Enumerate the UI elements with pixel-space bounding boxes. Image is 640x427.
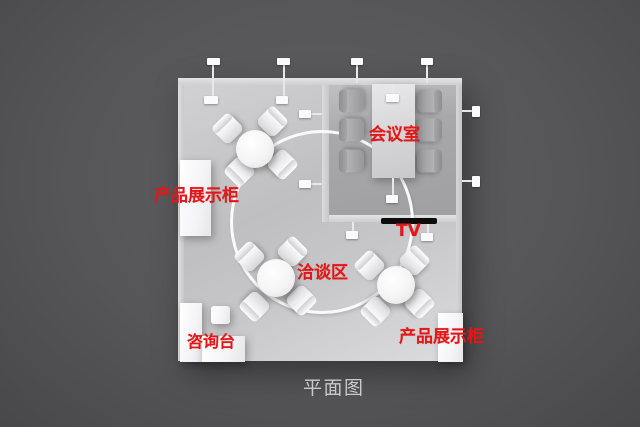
lamp-stem bbox=[462, 110, 472, 112]
hanging-lamp-icon bbox=[204, 96, 218, 104]
hanging-lamp-icon bbox=[421, 233, 433, 241]
hanging-lamp-icon bbox=[346, 231, 358, 239]
hanging-lamp-icon bbox=[277, 58, 290, 65]
info-desk-horizontal bbox=[202, 336, 245, 362]
stool bbox=[211, 306, 230, 324]
lamp-stem bbox=[212, 65, 214, 97]
round-table bbox=[377, 266, 415, 304]
lamp-stem bbox=[283, 65, 285, 97]
conference-chair bbox=[340, 149, 364, 173]
wall-lamp-icon bbox=[299, 110, 311, 118]
hanging-lamp-icon bbox=[351, 58, 363, 65]
lamp-stem bbox=[356, 65, 358, 83]
conference-chair bbox=[417, 149, 441, 173]
hanging-lamp-icon bbox=[386, 94, 399, 102]
tv-screen bbox=[381, 218, 437, 224]
lamp-stem bbox=[427, 224, 429, 233]
round-table bbox=[236, 130, 274, 168]
plan-caption: 平面图 bbox=[303, 377, 365, 399]
lamp-stem bbox=[392, 178, 394, 195]
info-desk-vertical bbox=[180, 303, 202, 362]
lamp-stem bbox=[392, 85, 394, 94]
label-negotiation-area: 洽谈区 bbox=[297, 263, 348, 283]
label-info-desk: 咨询台 bbox=[187, 332, 236, 351]
lamp-stem bbox=[311, 183, 322, 185]
label-display-cabinet-left: 产品展示柜 bbox=[154, 186, 239, 206]
label-tv: TV bbox=[396, 221, 421, 241]
conference-chair bbox=[417, 89, 441, 113]
conference-chair bbox=[340, 118, 364, 142]
lamp-stem bbox=[352, 222, 354, 231]
wall-right bbox=[456, 85, 462, 361]
round-table bbox=[257, 259, 295, 297]
conference-chair bbox=[340, 89, 364, 113]
hanging-lamp-icon bbox=[386, 195, 398, 203]
conference-chair bbox=[417, 118, 441, 142]
wall-lamp-icon bbox=[472, 176, 480, 187]
wall-top bbox=[178, 78, 462, 85]
display-cabinet-left bbox=[180, 160, 211, 236]
wall-lamp-icon bbox=[472, 106, 480, 117]
display-cabinet-right bbox=[438, 313, 463, 362]
label-meeting-room: 会议室 bbox=[369, 125, 420, 145]
lamp-stem bbox=[426, 65, 428, 83]
hanging-lamp-icon bbox=[207, 58, 220, 65]
wall-lamp-icon bbox=[299, 180, 311, 188]
lamp-stem bbox=[311, 113, 322, 115]
lamp-stem bbox=[462, 180, 472, 182]
hanging-lamp-icon bbox=[276, 96, 288, 104]
hanging-lamp-icon bbox=[421, 58, 433, 65]
label-display-cabinet-right: 产品展示柜 bbox=[399, 327, 484, 347]
